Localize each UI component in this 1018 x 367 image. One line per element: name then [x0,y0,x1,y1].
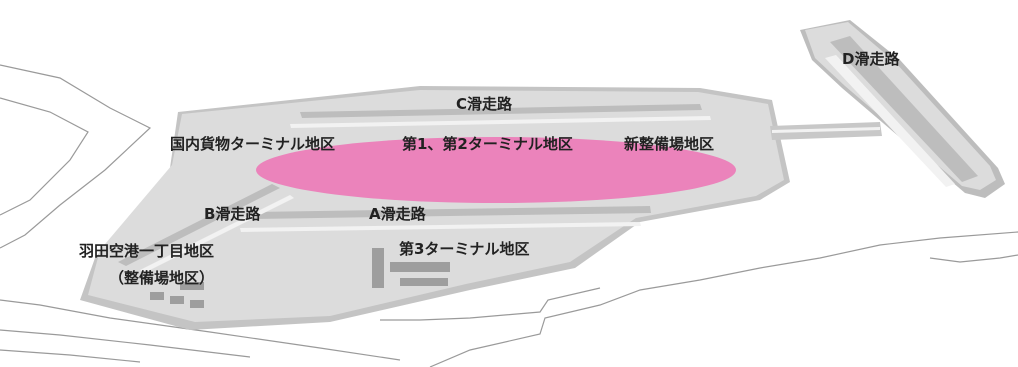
d-runway-island [800,20,1005,198]
haneda-building [150,292,164,300]
label-new-development: 新整備場地区 [624,135,715,153]
runway-a [250,206,651,219]
label-haneda-district-sub: （整備場地区） [109,269,215,287]
airport-island [80,86,790,330]
haneda-building [180,282,204,290]
buildings [150,248,450,308]
label-terminal-3: 第3ターミナル地区 [399,240,530,258]
terminal3-building [372,248,384,288]
label-b-runway: B滑走路 [204,205,261,223]
terminal3-building [400,278,448,286]
runways [118,104,711,273]
coastline-far-east [929,254,1018,263]
label-cargo-terminal: 国内貨物ターミナル地区 [170,135,336,153]
coastlines [0,64,1018,367]
terminal-highlight [256,137,736,203]
coastline-southwest [0,299,401,361]
coastline-east [429,231,1018,367]
runway-c [300,104,702,118]
haneda-building [170,296,184,304]
label-c-runway: C滑走路 [456,95,513,113]
haneda-building [190,300,204,308]
taxiway-c [290,116,711,128]
connection-bridge [770,122,882,140]
taxiway-b [140,195,294,273]
runway-d [830,36,978,182]
coastline-east-2 [380,287,601,321]
coastline-southwest-2 [0,329,251,358]
runway-b [118,184,280,266]
coastline-northwest-inner [0,97,89,216]
taxiway-a [240,222,641,232]
taxiway-d [825,55,955,187]
coastline-southwest-3 [0,349,141,363]
coastline-northwest [0,64,152,249]
terminal3-building [390,262,450,272]
bridge-lane [772,127,880,133]
label-d-runway: D滑走路 [842,50,900,68]
label-terminal-1-2: 第1、第2ターミナル地区 [402,135,573,153]
label-haneda-district: 羽田空港一丁目地区 [79,242,215,260]
label-a-runway: A滑走路 [369,205,426,223]
